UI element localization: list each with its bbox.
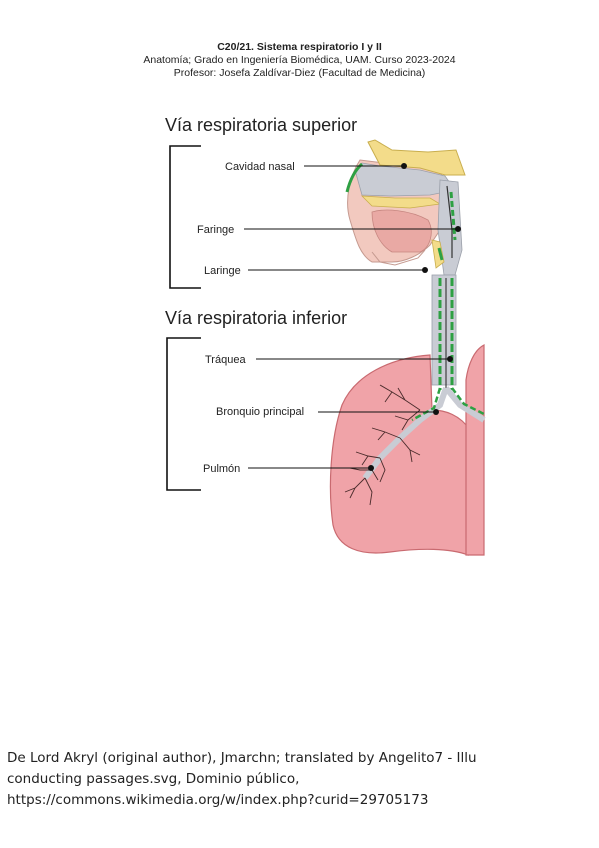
label-trachea: Tráquea <box>205 354 246 366</box>
label-nasal-cavity: Cavidad nasal <box>225 161 295 173</box>
trachea-illustration <box>431 274 457 390</box>
lungs-illustration <box>329 344 486 556</box>
label-larynx: Laringe <box>204 265 241 277</box>
label-main-bronchus: Bronquio principal <box>216 406 304 418</box>
lower-bracket <box>166 337 201 491</box>
doc-subtitle: Anatomía; Grado en Ingeniería Biomédica,… <box>143 54 456 66</box>
upper-section-title: Vía respiratoria superior <box>165 115 357 135</box>
lower-section-title: Vía respiratoria inferior <box>165 308 347 328</box>
upper-bracket <box>169 145 201 289</box>
doc-title: C20/21. Sistema respiratorio I y II <box>217 41 382 53</box>
label-pharynx: Faringe <box>197 224 234 236</box>
credit-line-2: conducting passages.svg, Dominio público… <box>7 771 300 787</box>
leader-lines <box>244 163 461 471</box>
label-lung: Pulmón <box>203 463 240 475</box>
credit-line-3: https://commons.wikimedia.org/w/index.ph… <box>7 792 429 808</box>
doc-professor: Profesor: Josefa Zaldívar-Diez (Facultad… <box>173 67 426 79</box>
header: C20/21. Sistema respiratorio I y II Anat… <box>0 41 599 80</box>
credit-line-1: De Lord Akryl (original author), Jmarchn… <box>7 750 477 766</box>
image-credit: De Lord Akryl (original author), Jmarchn… <box>7 748 592 811</box>
head-illustration <box>345 139 466 276</box>
